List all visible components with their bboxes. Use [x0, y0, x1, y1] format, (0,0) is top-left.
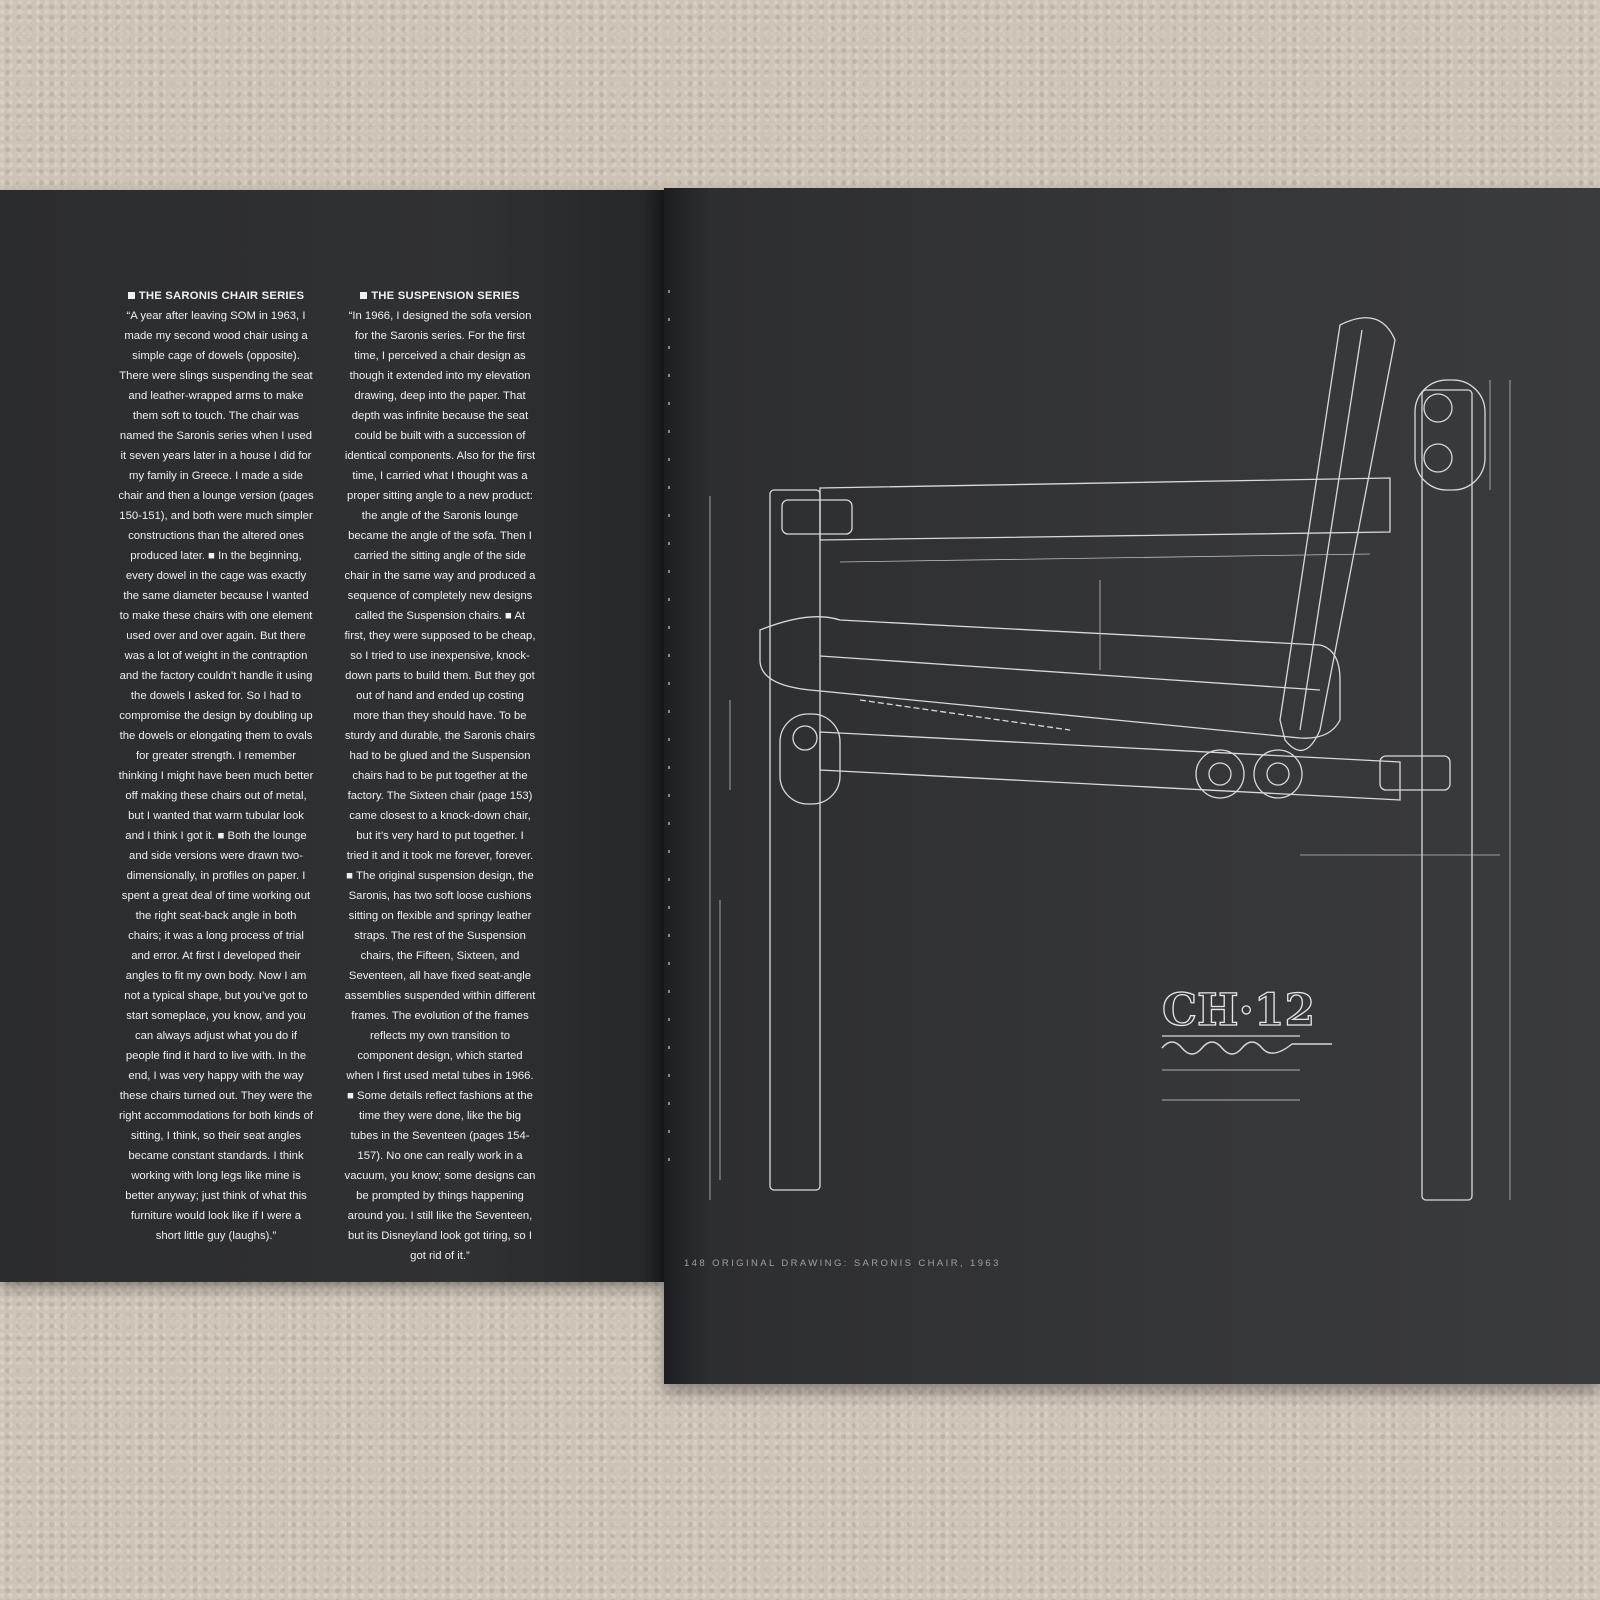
lower-rail — [819, 731, 1401, 801]
back-cushion — [1279, 317, 1396, 751]
body-text-saronis: “A year after leaving SOM in 1963, I mad… — [118, 310, 314, 1242]
figure-caption: 148 ORIGINAL DRAWING: SARONIS CHAIR, 196… — [684, 1258, 1001, 1269]
front-leg — [769, 489, 821, 1191]
square-bullet-icon — [127, 292, 135, 299]
text-column-2: THE SUSPENSION SERIES “In 1966, I design… — [344, 286, 536, 1266]
back-tube — [1414, 379, 1486, 491]
section-heading-suspension: THE SUSPENSION SERIES — [344, 286, 536, 306]
title-block: CH·12 — [1161, 984, 1332, 1101]
cross-tube — [1195, 749, 1245, 799]
chair-blueprint-drawing: CH·12 — [709, 317, 1511, 1201]
drawing-code: CH·12 — [1162, 985, 1315, 1036]
body-text-suspension: “In 1966, I designed the sofa version fo… — [344, 310, 536, 1262]
section-heading-saronis: THE SARONIS CHAIR SERIES — [118, 286, 314, 306]
binding-dots — [668, 290, 670, 1170]
square-bullet-icon — [360, 292, 368, 299]
back-leg — [1421, 389, 1473, 1201]
seat-cushion — [759, 616, 1341, 739]
left-page — [0, 190, 664, 1282]
text-column-1: THE SARONIS CHAIR SERIES “A year after l… — [118, 286, 314, 1246]
arm-rail — [819, 477, 1391, 541]
